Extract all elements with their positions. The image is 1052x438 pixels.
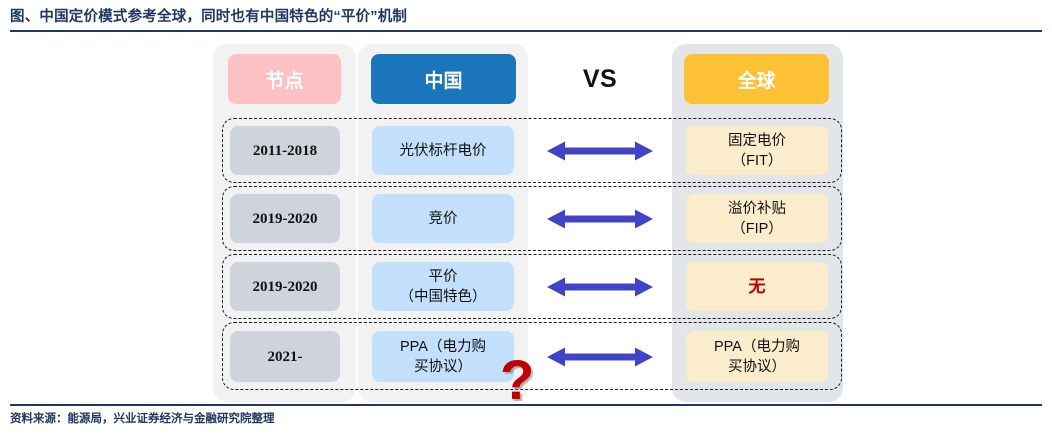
cell-global-2: 溢价补贴 （FIP）: [686, 194, 828, 243]
cell-china-4: PPA（电力购 买协议）: [372, 331, 514, 382]
title-bar: 图、中国定价模式参考全球，同时也有中国特色的“平价”机制: [10, 8, 1042, 34]
row-outline-1: [222, 118, 842, 183]
double-arrow-icon-1: [528, 139, 672, 163]
cell-node-2: 2019-2020: [230, 194, 340, 243]
cell-china-1: 光伏标杆电价: [372, 126, 514, 175]
header-chip-china[interactable]: 中国: [371, 54, 516, 104]
page-title: 图、中国定价模式参考全球，同时也有中国特色的“平价”机制: [10, 9, 408, 25]
comparison-diagram: 节点 中国 VS 全球 2011-2018 光伏标杆电价 固定电价 （FIT） …: [0, 34, 1052, 408]
header-chip-node[interactable]: 节点: [228, 54, 341, 104]
row-outline-4: [222, 322, 842, 390]
cell-global-1: 固定电价 （FIT）: [686, 126, 828, 175]
source-note: 资料来源：能源局，兴业证券经济与金融研究院整理: [10, 413, 275, 425]
header-chip-global[interactable]: 全球: [684, 54, 829, 104]
cell-node-1: 2011-2018: [230, 126, 340, 175]
question-mark-annotation: ?: [500, 348, 535, 411]
source-divider: [10, 404, 1042, 406]
cell-node-4: 2021-: [230, 331, 340, 382]
cell-china-2: 竞价: [372, 194, 514, 243]
cell-global-4: PPA（电力购 买协议）: [686, 331, 828, 382]
row-outline-2: [222, 186, 842, 251]
double-arrow-icon-2: [528, 207, 672, 231]
double-arrow-icon-3: [528, 275, 672, 299]
cell-node-3: 2019-2020: [230, 262, 340, 311]
row-outline-3: [222, 254, 842, 319]
cell-china-3: 平价 （中国特色）: [372, 262, 514, 311]
double-arrow-icon-4: [528, 345, 672, 369]
title-divider: [10, 30, 1042, 32]
cell-global-3: 无: [686, 262, 828, 311]
vs-label: VS: [582, 64, 618, 93]
